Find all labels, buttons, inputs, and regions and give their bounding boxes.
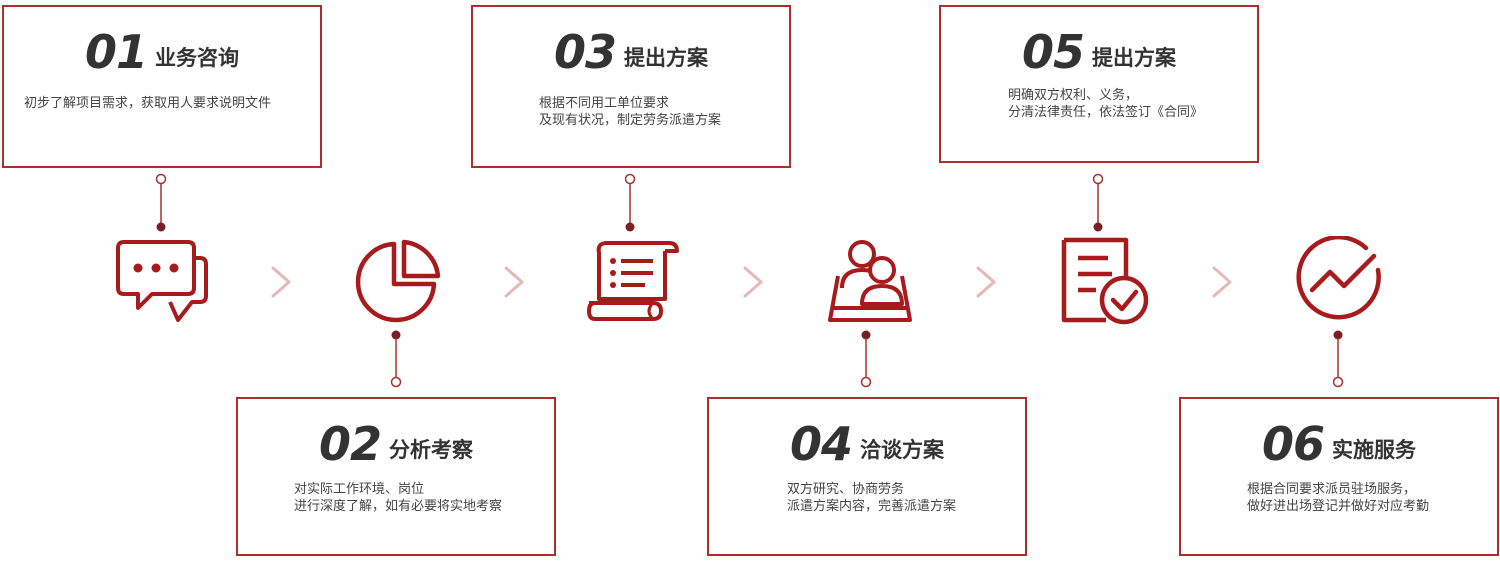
connector-05	[1092, 173, 1104, 232]
connector-06	[1332, 330, 1344, 388]
step-description-line: 明确双方权利、义务，	[1008, 88, 1139, 103]
people-meeting-icon	[828, 240, 912, 322]
connector-04	[860, 330, 872, 388]
step-03-card: 03 提出方案 根据不同用工单位要求 及现有状况，制定劳务派遣方案	[471, 5, 791, 168]
step-05-card: 05 提出方案 明确双方权利、义务， 分清法律责任，依法签订《合同》	[939, 5, 1259, 163]
connector-03	[624, 173, 636, 232]
step-04-card: 04 洽谈方案 双方研究、协商劳务 派遣方案内容，完善派遣方案	[707, 397, 1027, 556]
step-title: 提出方案	[1092, 46, 1176, 70]
connector-02	[390, 330, 402, 388]
step-number: 01	[84, 25, 148, 79]
step-title: 提出方案	[624, 46, 708, 70]
step-description-line: 初步了解项目需求，获取用人要求说明文件	[24, 96, 272, 111]
chevron-right-icon	[743, 266, 763, 298]
step-description-line: 双方研究、协商劳务	[787, 482, 905, 497]
step-number: 03	[553, 25, 617, 79]
step-title: 业务咨询	[155, 46, 239, 70]
step-description-line: 派遣方案内容，完善派遣方案	[787, 499, 957, 514]
step-description-line: 根据不同用工单位要求	[539, 96, 670, 111]
step-number: 02	[318, 417, 382, 471]
step-number: 05	[1021, 25, 1085, 79]
step-description-line: 做好进出场登记并做好对应考勤	[1247, 499, 1430, 514]
document-check-icon	[1061, 237, 1149, 325]
step-description-line: 对实际工作环境、岗位	[294, 482, 425, 497]
step-description-line: 进行深度了解，如有必要将实地考察	[294, 499, 503, 514]
chevron-right-icon	[271, 266, 291, 298]
step-title: 分析考察	[389, 438, 473, 462]
chevron-right-icon	[504, 266, 524, 298]
step-01-card: 01 业务咨询 初步了解项目需求，获取用人要求说明文件	[2, 5, 322, 168]
chevron-right-icon	[1212, 266, 1232, 298]
chat-bubbles-icon	[116, 240, 208, 322]
step-description-line: 分清法律责任，依法签订《合同》	[1008, 105, 1204, 120]
step-description-line: 及现有状况，制定劳务派遣方案	[539, 113, 722, 128]
scroll-document-icon	[587, 241, 679, 321]
chevron-right-icon	[976, 266, 996, 298]
pie-chart-icon	[355, 239, 441, 323]
step-number: 04	[789, 417, 853, 471]
trend-circle-icon	[1296, 236, 1381, 320]
connector-01	[155, 173, 167, 232]
step-06-card: 06 实施服务 根据合同要求派员驻场服务， 做好进出场登记并做好对应考勤	[1179, 397, 1499, 556]
step-02-card: 02 分析考察 对实际工作环境、岗位 进行深度了解，如有必要将实地考察	[236, 397, 556, 556]
step-number: 06	[1261, 417, 1325, 471]
step-title: 实施服务	[1332, 438, 1416, 462]
step-title: 洽谈方案	[860, 438, 944, 462]
step-description-line: 根据合同要求派员驻场服务，	[1247, 482, 1417, 497]
